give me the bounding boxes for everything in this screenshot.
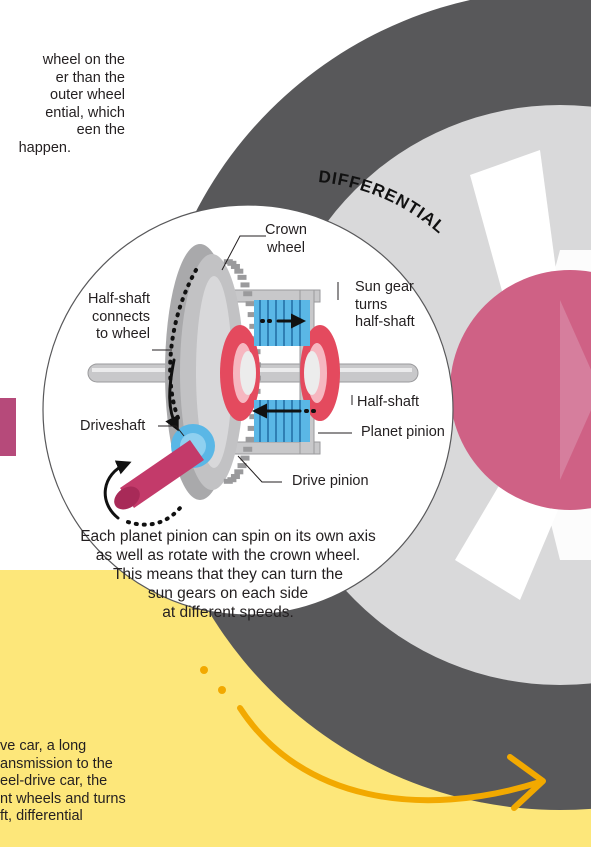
caption: Each planet pinion can spin on its own a… [48, 527, 408, 622]
intro-text: wheel on the er than the outer wheel ent… [0, 52, 125, 157]
intro-line: outer wheel [0, 87, 125, 105]
planet-pinion-bottom [254, 400, 310, 442]
label-half-shaft: Half-shaft [357, 394, 419, 412]
label-driveshaft: Driveshaft [80, 418, 145, 436]
intro-line: happen. [0, 140, 125, 158]
crown-tooth [246, 437, 255, 442]
label-line: to wheel [60, 326, 150, 344]
label-line: turns [355, 297, 415, 315]
caption-line: at different speeds. [48, 603, 408, 622]
label-planet-pinion: Planet pinion [361, 424, 445, 442]
label-sun-gear: Sun gear turns half-shaft [355, 279, 415, 332]
crown-tooth [243, 291, 252, 296]
label-line: Crown [256, 222, 316, 240]
crown-tooth [243, 447, 252, 452]
label-line: Sun gear [355, 279, 415, 297]
label-half-shaft-connects: Half-shaft connects to wheel [60, 291, 150, 344]
caption-line: Each planet pinion can spin on its own a… [48, 527, 408, 546]
crown-tooth [224, 479, 233, 484]
intro-line: een the [0, 122, 125, 140]
crown-tooth [234, 469, 243, 474]
label-line: Half-shaft [60, 291, 150, 309]
bottom-line: ft, differential [0, 808, 126, 826]
label-line: wheel [256, 240, 316, 258]
label-line: half-shaft [355, 314, 415, 332]
bottom-line: ansmission to the [0, 756, 126, 774]
crown-tooth [238, 275, 247, 280]
label-crown-wheel: Crown wheel [256, 222, 316, 257]
intro-line: er than the [0, 70, 125, 88]
label-line: connects [60, 309, 150, 327]
bottom-line: nt wheels and turns [0, 791, 126, 809]
caption-line: sun gears on each side [48, 584, 408, 603]
axle-stub [0, 398, 16, 456]
caption-line: as well as rotate with the crown wheel. [48, 546, 408, 565]
bottom-line: ve car, a long [0, 738, 126, 756]
crown-tooth [246, 301, 255, 306]
bottom-text: ve car, a long ansmission to the eel-dri… [0, 738, 126, 826]
intro-line: ential, which [0, 105, 125, 123]
label-drive-pinion: Drive pinion [292, 473, 369, 491]
intro-line: wheel on the [0, 52, 125, 70]
crown-tooth [241, 282, 250, 287]
crown-tooth [234, 269, 243, 274]
bottom-line: eel-drive car, the [0, 773, 126, 791]
crown-tooth [231, 264, 240, 269]
caption-line: This means that they can turn the [48, 565, 408, 584]
